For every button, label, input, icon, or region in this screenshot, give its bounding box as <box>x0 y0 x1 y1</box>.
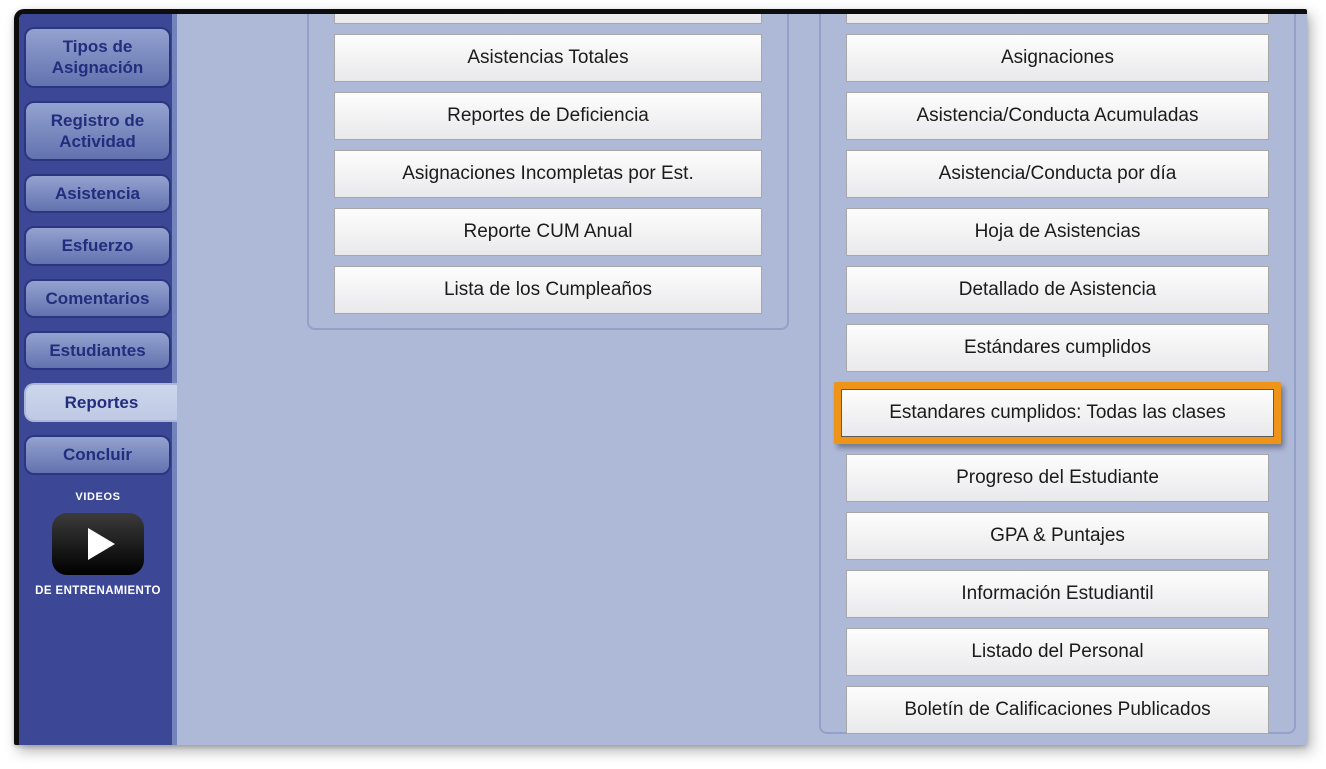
report-button-cutoff[interactable] <box>334 14 762 24</box>
sidebar-tabs: Tipos de Asignación Registro de Activida… <box>19 14 177 475</box>
report-button-progreso-del-estudiante[interactable]: Progreso del Estudiante <box>846 454 1269 502</box>
videos-label-top: VIDEOS <box>75 490 121 503</box>
report-button-gpa-puntajes[interactable]: GPA & Puntajes <box>846 512 1269 560</box>
report-button-boletin-calificaciones-publicados[interactable]: Boletín de Calificaciones Publicados <box>846 686 1269 734</box>
videos-label-bottom: DE ENTRENAMIENTO <box>35 584 161 597</box>
report-button-asignaciones-incompletas[interactable]: Asignaciones Incompletas por Est. <box>334 150 762 198</box>
report-button-asistencia-conducta-acumuladas[interactable]: Asistencia/Conducta Acumuladas <box>846 92 1269 140</box>
sidebar-tab-comentarios[interactable]: Comentarios <box>24 278 171 318</box>
report-button-estandares-cumplidos-todas-las-clases[interactable]: Estandares cumplidos: Todas las clases <box>841 389 1274 437</box>
report-button-estandares-cumplidos[interactable]: Estándares cumplidos <box>846 324 1269 372</box>
sidebar: Tipos de Asignación Registro de Activida… <box>19 14 177 745</box>
report-button-hoja-de-asistencias[interactable]: Hoja de Asistencias <box>846 208 1269 256</box>
report-button-asignaciones[interactable]: Asignaciones <box>846 34 1269 82</box>
report-panel-left: Asistencias Totales Reportes de Deficien… <box>307 14 789 330</box>
app-window: Tipos de Asignación Registro de Activida… <box>14 9 1307 745</box>
highlight-box: Estandares cumplidos: Todas las clases <box>834 382 1281 444</box>
report-button-reportes-de-deficiencia[interactable]: Reportes de Deficiencia <box>334 92 762 140</box>
report-button-detallado-de-asistencia[interactable]: Detallado de Asistencia <box>846 266 1269 314</box>
report-button-informacion-estudiantil[interactable]: Información Estudiantil <box>846 570 1269 618</box>
sidebar-tab-registro-de-actividad[interactable]: Registro de Actividad <box>24 100 171 161</box>
sidebar-tab-estudiantes[interactable]: Estudiantes <box>24 330 171 370</box>
report-button-cutoff[interactable] <box>846 14 1269 24</box>
sidebar-tab-esfuerzo[interactable]: Esfuerzo <box>24 226 171 266</box>
training-videos-button[interactable] <box>52 512 144 575</box>
report-button-asistencias-totales[interactable]: Asistencias Totales <box>334 34 762 82</box>
play-icon <box>88 527 115 560</box>
training-videos-section: VIDEOS DE ENTRENAMIENTO <box>19 491 177 597</box>
sidebar-tab-tipos-de-asignacion[interactable]: Tipos de Asignación <box>24 27 171 88</box>
sidebar-tab-concluir[interactable]: Concluir <box>24 435 171 475</box>
report-button-listado-del-personal[interactable]: Listado del Personal <box>846 628 1269 676</box>
sidebar-tab-reportes[interactable]: Reportes <box>24 383 177 423</box>
report-panel-right: Asignaciones Asistencia/Conducta Acumula… <box>819 14 1296 734</box>
sidebar-tab-asistencia[interactable]: Asistencia <box>24 174 171 214</box>
report-button-lista-cumpleanos[interactable]: Lista de los Cumpleaños <box>334 266 762 314</box>
report-button-asistencia-conducta-por-dia[interactable]: Asistencia/Conducta por día <box>846 150 1269 198</box>
main-content: Asistencias Totales Reportes de Deficien… <box>177 14 1307 745</box>
report-button-reporte-cum-anual[interactable]: Reporte CUM Anual <box>334 208 762 256</box>
